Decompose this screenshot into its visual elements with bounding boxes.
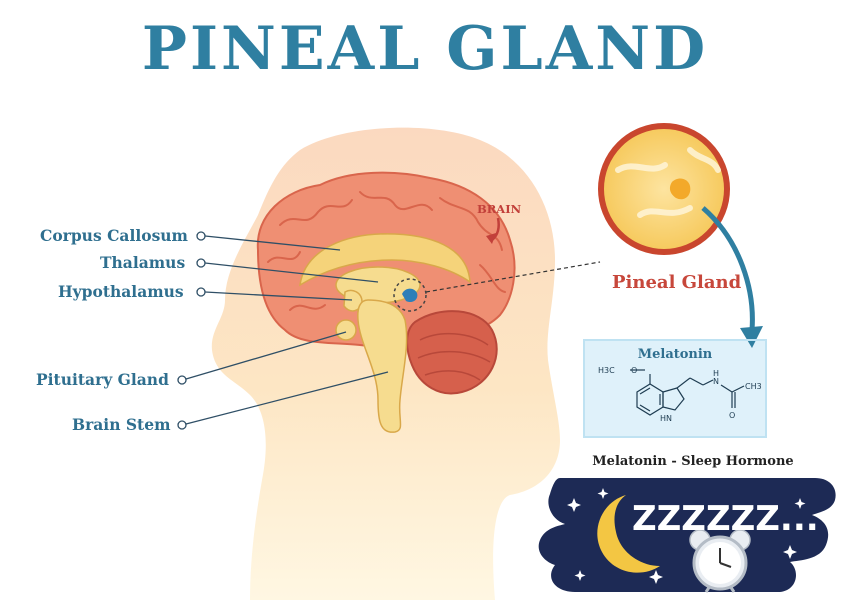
moon-icon [597, 495, 660, 573]
atom-o2: O [729, 411, 735, 420]
atom-ch3: CH3 [745, 382, 762, 391]
pineal-zoom-circle [598, 123, 730, 255]
pineal-zoom-detail [669, 178, 691, 200]
label-leaders [177, 231, 389, 430]
label-corpus-callosum: Corpus Callosum [40, 226, 188, 245]
pineal-zoom-ring [393, 278, 427, 312]
atom-n: N [713, 377, 719, 386]
melatonin-panel: Melatonin [583, 339, 767, 438]
snore-text: ZZZZZZ... [632, 499, 819, 539]
pineal-gland [402, 288, 418, 303]
alarm-clock-icon [689, 529, 751, 593]
atom-h: H [713, 369, 719, 378]
sleep-hormone-title: Melatonin - Sleep Hormone [592, 454, 794, 469]
corpus-callosum [299, 233, 471, 287]
pituitary-gland [335, 319, 357, 341]
pineal-gland-label: Pineal Gland [612, 272, 742, 293]
label-pituitary-gland: Pituitary Gland [36, 370, 169, 389]
label-thalamus: Thalamus [100, 253, 186, 272]
brain-stem [357, 299, 408, 433]
atom-o: O [631, 366, 637, 375]
melatonin-title: Melatonin [637, 347, 713, 362]
zoom-leader-line [425, 261, 601, 293]
melatonin-structure [630, 369, 745, 416]
star-icon [567, 488, 806, 584]
label-brain-stem: Brain Stem [72, 415, 171, 434]
brain-gyri [267, 191, 506, 311]
atom-hn: HN [660, 414, 672, 423]
label-hypothalamus: Hypothalamus [58, 282, 184, 301]
page-title: PINEAL GLAND [141, 14, 709, 84]
atom-h3c: H3C [598, 366, 615, 375]
brain-label: BRAIN [477, 202, 522, 216]
curved-arrow [701, 206, 755, 331]
